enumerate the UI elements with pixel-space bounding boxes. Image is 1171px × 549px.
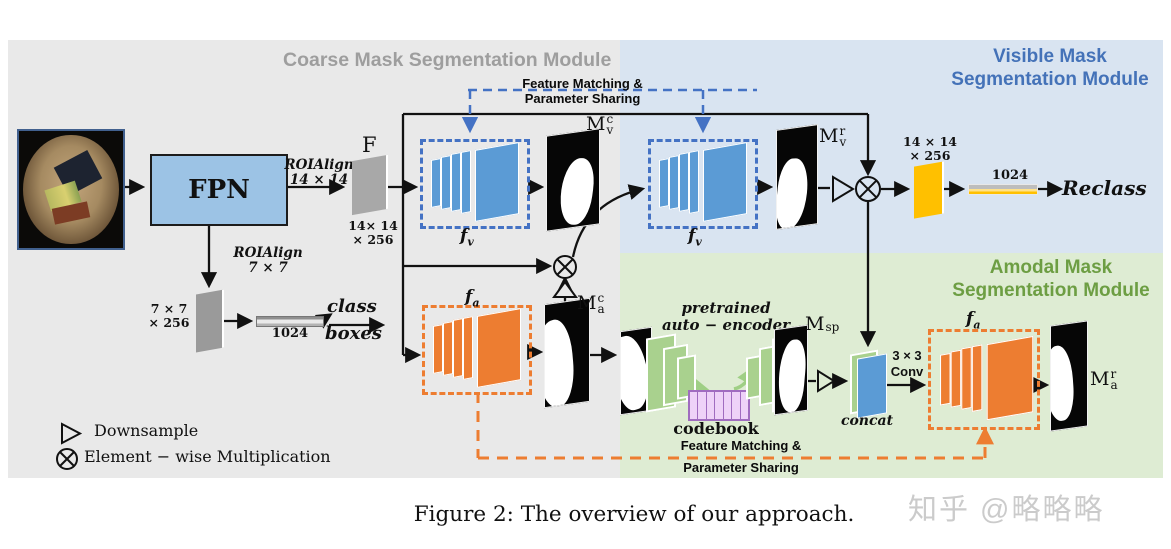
fv-coarse-label: fv: [460, 226, 474, 249]
visible-module-title: Visible Mask Segmentation Module: [951, 46, 1149, 90]
conv-layer: [689, 150, 699, 214]
fc-1024-left-label: 1024: [271, 326, 309, 341]
feature-matching-bottom-line1: Feature Matching &: [680, 438, 802, 453]
concat-blue-slab: [857, 353, 887, 419]
conv-layer: [986, 335, 1034, 421]
dims-7-label: 7 × 7 × 256: [148, 301, 190, 330]
conv-layer: [679, 152, 689, 212]
legend-elementwise-label: Element − wise Multiplication: [84, 447, 331, 466]
coarse-module-title: Coarse Mask Segmentation Module: [283, 49, 612, 71]
conv-layer: [475, 142, 519, 222]
feature-matching-top-label: Feature Matching & Parameter Sharing: [522, 76, 643, 106]
feature-map-7x7: [196, 289, 224, 353]
fc-1024-right-label: 1024: [991, 168, 1029, 183]
roialign-7-label: ROIAlign 7 × 7: [233, 245, 303, 276]
legend-downsample-label: Downsample: [94, 421, 199, 440]
amodal-module-title: Amodal Mask Segmentation Module: [952, 257, 1150, 301]
concat-label: concat: [840, 413, 894, 429]
conv-layer: [477, 308, 521, 388]
conv-layer: [961, 346, 972, 410]
conv-layer: [461, 150, 471, 214]
fv-coarse-layers: [431, 142, 519, 222]
fv-visible-label: fv: [688, 226, 702, 249]
f-label: F: [362, 133, 377, 157]
fc-1024-left: [256, 316, 324, 327]
fa-amodal-box: [928, 329, 1040, 430]
conv-layer: [703, 142, 747, 222]
feature-matching-bottom-line2: Parameter Sharing: [683, 460, 799, 475]
conv-layer: [659, 158, 669, 208]
conv-layer: [451, 152, 461, 212]
input-image: [17, 129, 125, 250]
conv-3x3-label: 3 × 3 Conv: [890, 348, 924, 379]
figure-caption: Figure 2: The overview of our approach.: [413, 502, 855, 527]
mask-msp: [774, 324, 808, 416]
mask-mvr: [776, 124, 818, 230]
fv-visible-box: [648, 139, 758, 229]
conv-layer: [433, 324, 443, 374]
roialign-14-label: ROIAlign 14 × 14: [284, 157, 354, 188]
autoencoder-label: pretrained auto − encoder: [661, 299, 791, 334]
conv-layer: [971, 344, 983, 412]
fa-coarse-box: [422, 305, 532, 395]
fa-amodal-layers: [940, 335, 1034, 421]
yellow-feature-map: [914, 161, 944, 219]
conv-layer: [940, 352, 951, 406]
fpn-block: FPN: [150, 154, 288, 226]
conv-layer: [453, 318, 463, 378]
conv-layer: [431, 158, 441, 208]
mask-mvc: [546, 128, 600, 232]
f-dims-label: 14× 14 × 256: [348, 218, 398, 247]
fc-1024-right: [968, 184, 1038, 195]
conv-layer: [669, 155, 679, 210]
fa-amodal-label: fa: [966, 309, 981, 332]
conv-layer: [443, 321, 453, 376]
conv-layer: [441, 155, 451, 210]
reclass-label: Reclass: [1062, 176, 1147, 200]
conv-layer: [463, 316, 473, 380]
class-label: class: [327, 296, 377, 317]
fa-coarse-layers: [433, 308, 521, 388]
fa-coarse-label: fa: [465, 287, 480, 310]
conv-layer: [950, 349, 962, 408]
boxes-label: boxes: [325, 323, 382, 344]
label-msp: M sp: [805, 313, 840, 335]
f-feature-map: [352, 154, 388, 216]
watermark: 知乎 @略略略: [908, 494, 1105, 526]
fv-coarse-box: [420, 139, 530, 229]
mask-mar: [1050, 320, 1088, 432]
yellow-dims-label: 14 × 14 × 256: [903, 134, 957, 163]
fv-visible-layers: [659, 142, 747, 222]
codebook-label: codebook: [673, 419, 759, 438]
codebook-block: [688, 390, 750, 421]
